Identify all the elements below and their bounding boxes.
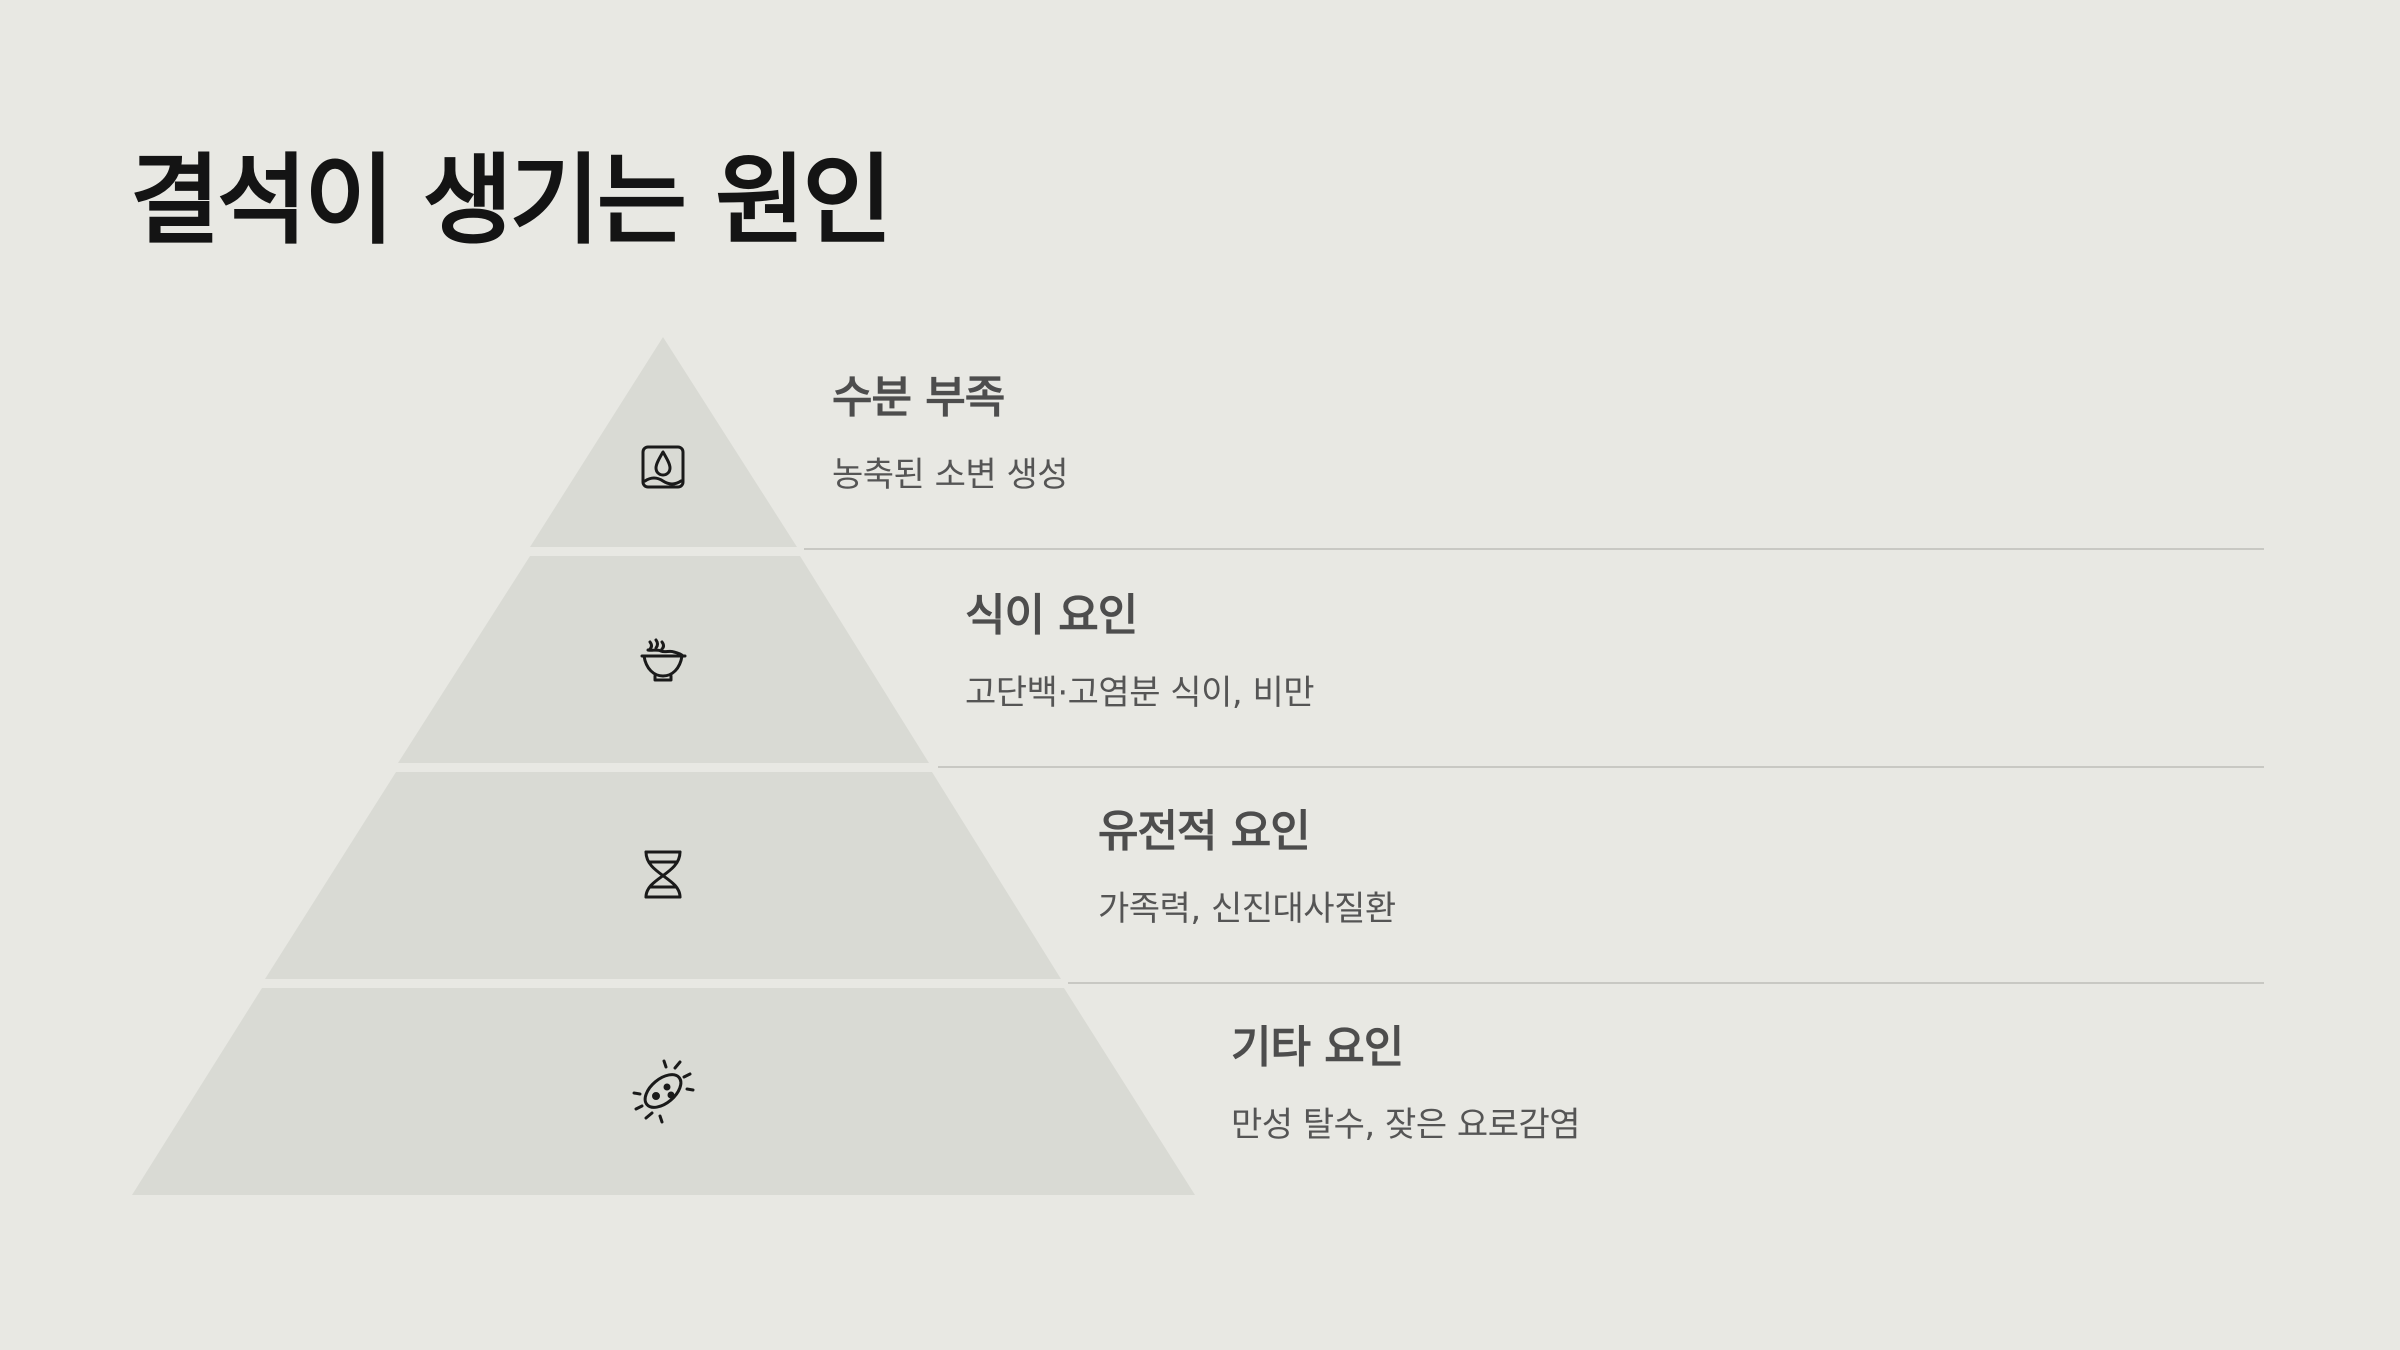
divider-1 <box>804 548 2264 550</box>
pyramid-tier-2 <box>398 556 929 763</box>
bacteria-icon <box>632 1059 695 1124</box>
pyramid-tier-1 <box>530 337 797 547</box>
tier-1-heading: 수분 부족 <box>832 372 1005 423</box>
tier-3-heading: 유전적 요인 <box>1098 806 1311 857</box>
divider-3 <box>1068 982 2264 984</box>
tier-4-heading: 기타 요인 <box>1231 1022 1404 1073</box>
dna-icon <box>644 850 682 899</box>
tier-2-heading: 식이 요인 <box>965 590 1138 641</box>
page-title: 결석이 생기는 원인 <box>130 144 893 258</box>
steaming-bowl-icon <box>640 638 687 682</box>
tier-2-description: 고단백·고염분 식이, 비만 <box>965 673 1315 713</box>
tier-3-description: 가족력, 신진대사질환 <box>1098 889 1396 929</box>
pyramid-tier-4 <box>132 988 1195 1195</box>
divider-2 <box>938 766 2264 768</box>
tier-1-description: 농축된 소변 생성 <box>832 455 1069 495</box>
water-drop-icon <box>641 445 685 489</box>
tier-4-description: 만성 탈수, 잦은 요로감염 <box>1231 1105 1581 1145</box>
